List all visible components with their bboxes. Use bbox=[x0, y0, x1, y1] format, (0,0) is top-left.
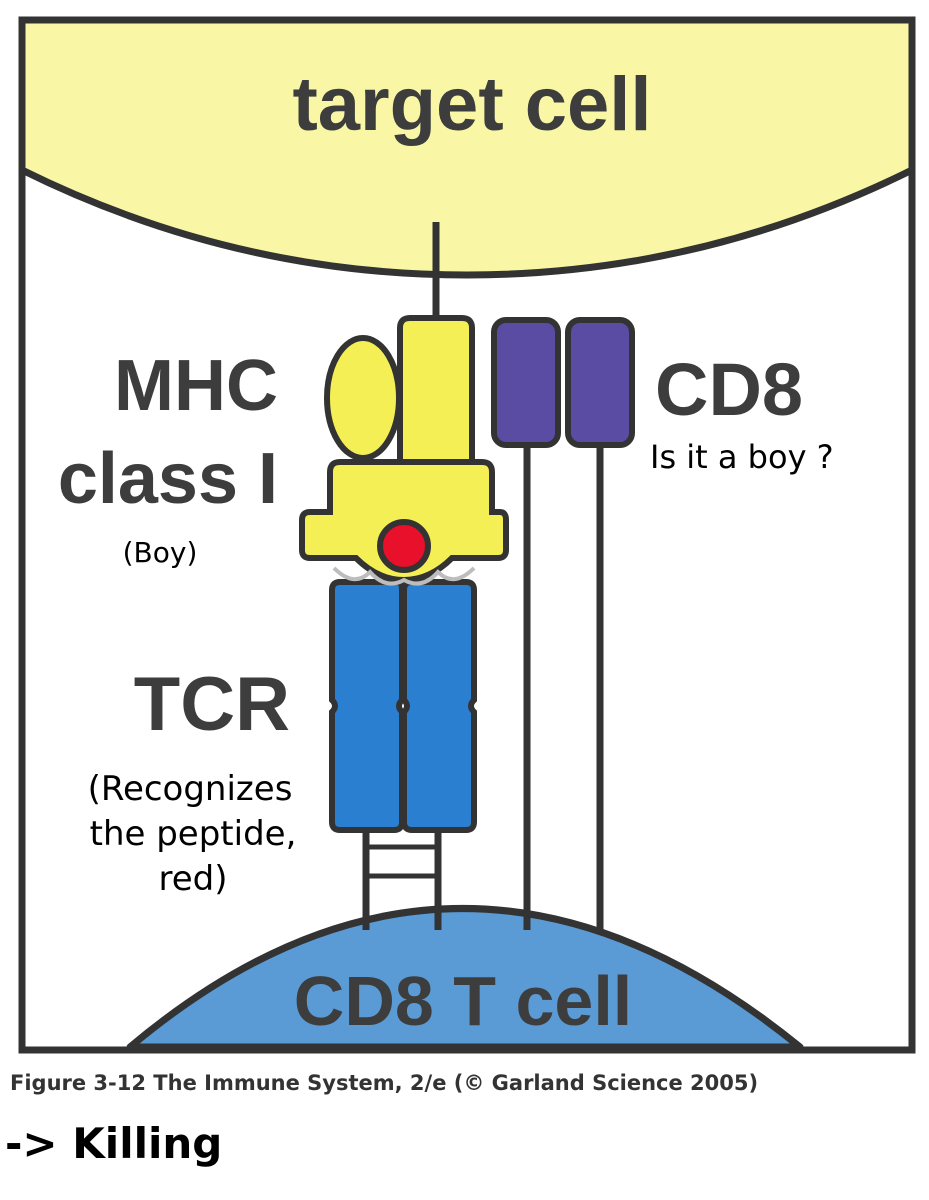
tcr-mhc-contact-band bbox=[332, 566, 476, 586]
cd8-domain-left bbox=[491, 317, 561, 448]
peptide bbox=[377, 519, 431, 573]
mhc-alpha3-domain bbox=[324, 335, 402, 461]
target-cell-shape bbox=[18, 16, 916, 279]
tcr-note-line3: red) bbox=[159, 859, 228, 899]
mhc-label-line2: class I bbox=[58, 439, 278, 519]
t-cell-label: CD8 T cell bbox=[294, 962, 632, 1040]
t-cell-shape bbox=[126, 905, 804, 1051]
tcr-chain-alpha bbox=[329, 579, 405, 833]
mhc-class-i-molecule bbox=[397, 315, 475, 465]
tcr-note-line2: the peptide, bbox=[90, 814, 297, 854]
cd8-label: CD8 bbox=[655, 348, 803, 431]
tcr-chain-beta bbox=[401, 579, 477, 833]
cd8-domain-right bbox=[565, 317, 635, 448]
mhc-note: (Boy) bbox=[123, 536, 198, 569]
killing-note: -> Killing bbox=[5, 1119, 222, 1168]
tcr-note-line1: (Recognizes bbox=[88, 769, 293, 809]
tcr-label: TCR bbox=[134, 662, 290, 747]
target-cell-label: target cell bbox=[292, 62, 651, 147]
figure-caption: Figure 3-12 The Immune System, 2/e (© Ga… bbox=[10, 1071, 758, 1095]
mhc-label-line1: MHC bbox=[114, 346, 278, 426]
cd8-note: Is it a boy ? bbox=[650, 438, 834, 476]
